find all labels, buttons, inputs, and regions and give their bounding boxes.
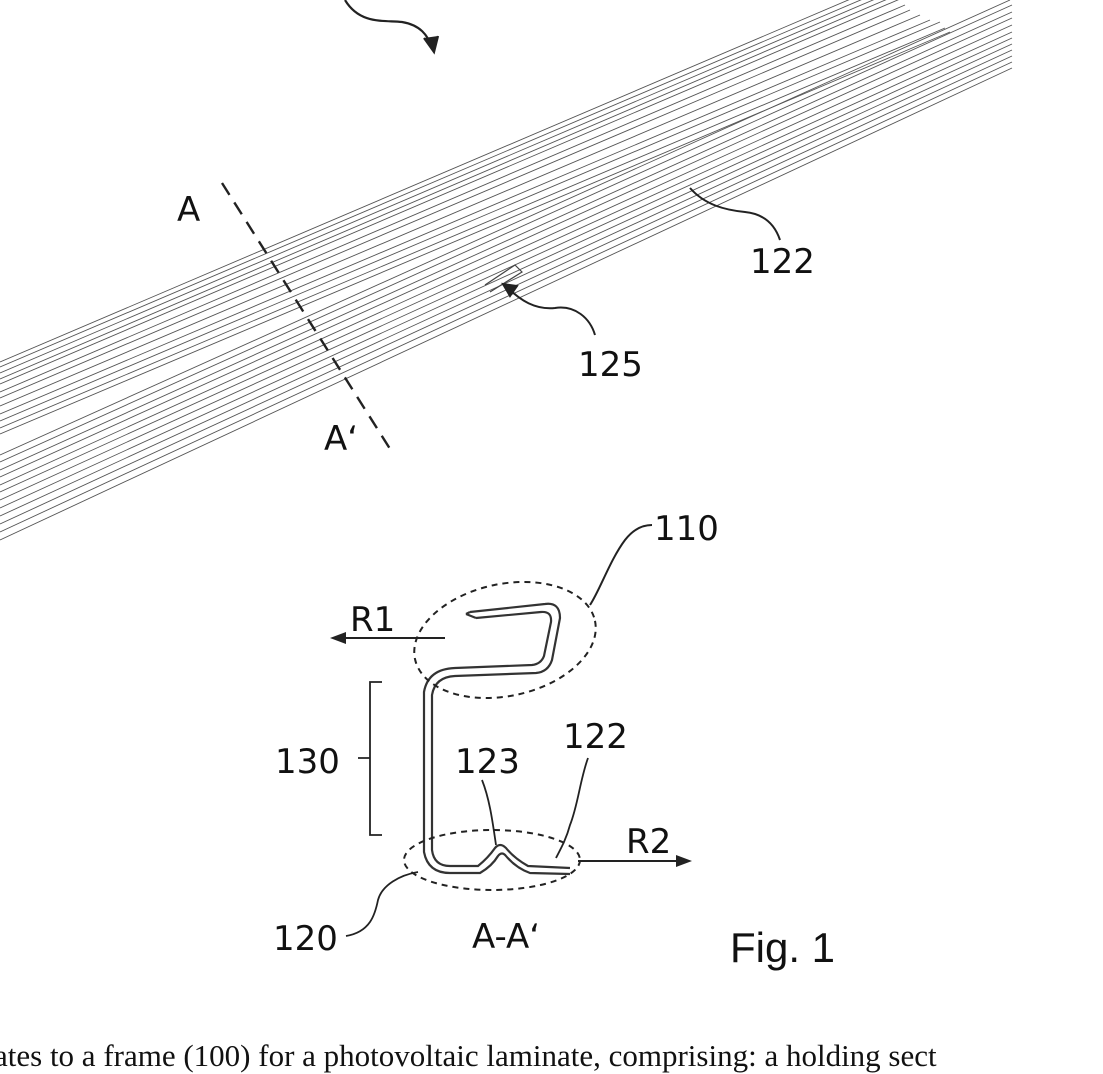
leader-122-bottom <box>556 758 588 858</box>
region-120-ellipse <box>404 830 580 890</box>
label-section-a-bottom: A‘ <box>324 419 358 459</box>
frame-pointer-arrow <box>345 0 438 52</box>
label-r1: R1 <box>350 600 395 640</box>
upper-rail-lines <box>0 0 950 434</box>
label-section-a-top: A <box>177 190 200 230</box>
label-110: 110 <box>654 509 719 549</box>
label-120: 120 <box>273 919 338 959</box>
label-122-bottom: 122 <box>563 717 628 757</box>
cross-section-profile <box>424 604 570 874</box>
leader-122-top <box>690 188 780 240</box>
leader-120 <box>346 872 418 936</box>
label-122-top: 122 <box>750 242 815 282</box>
figure-caption: Fig. 1 <box>730 924 835 971</box>
label-123: 123 <box>455 742 520 782</box>
label-125: 125 <box>578 345 643 385</box>
label-section-view: A-A‘ <box>472 917 540 957</box>
bracket-130 <box>358 682 382 835</box>
footer-text: ates to a frame (100) for a photovoltaic… <box>0 1038 1103 1074</box>
lower-rail-lines <box>0 0 1012 540</box>
label-130: 130 <box>275 742 340 782</box>
leader-123 <box>482 780 496 845</box>
leader-110 <box>590 525 652 605</box>
section-line-a <box>222 183 392 452</box>
label-r2: R2 <box>626 822 671 862</box>
